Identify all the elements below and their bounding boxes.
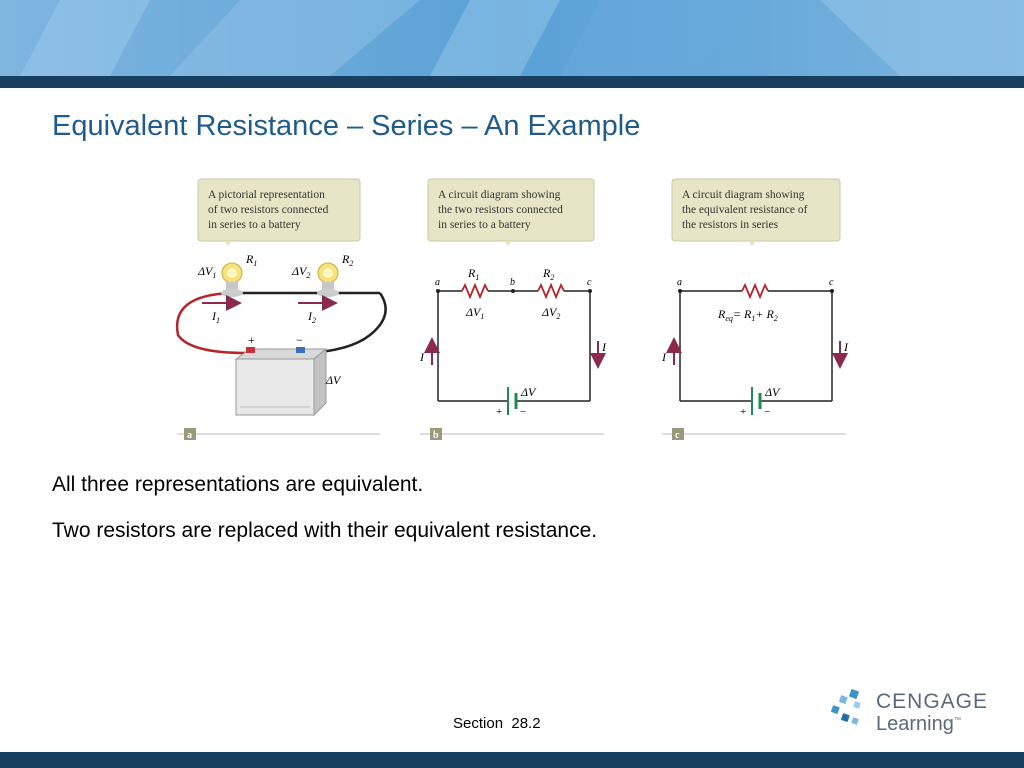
panel-b-i-right: I: [601, 340, 607, 354]
panel-c-callout-line3: the resistors in series: [682, 219, 779, 231]
panel-a: A pictorial representation of two resist…: [175, 178, 387, 441]
slide-title: Equivalent Resistance – Series – An Exam…: [52, 110, 641, 142]
panel-a-i2-label: I2: [307, 309, 316, 325]
panel-a-callout-line1: A pictorial representation: [208, 189, 325, 201]
panel-b-tag-box: [430, 428, 442, 440]
panel-a-r2-label: R2: [341, 252, 353, 268]
logo-word-cengage: CENGAGE: [876, 690, 989, 713]
panel-c-callout-line1: A circuit diagram showing: [682, 189, 805, 201]
body-line-2: Two resistors are replaced with their eq…: [52, 519, 598, 542]
panel-a-dv-label: ΔV: [325, 373, 342, 387]
panel-a-black-wire: [305, 292, 387, 355]
panel-a-plus-label: +: [248, 333, 255, 347]
panel-c-minus-label: −: [764, 406, 770, 418]
panel-b-callout-line1: A circuit diagram showing: [438, 189, 561, 201]
cengage-logo: CENGAGE Learning ™: [830, 688, 987, 738]
section-footer: Section 28.2: [453, 715, 541, 732]
panel-b-node-a: a: [435, 277, 440, 288]
panel-b-tag: b: [433, 430, 439, 441]
panel-b-minus-label: −: [520, 406, 526, 418]
panel-b: A circuit diagram showing the two resist…: [419, 178, 607, 441]
panel-c-tag-box: [672, 428, 684, 440]
panel-b-i-left: I: [419, 350, 425, 364]
panel-b-callout-line2: the two resistors connected: [438, 204, 563, 216]
resistor-r2-icon: [537, 282, 565, 300]
panel-c-node-a: a: [677, 277, 682, 288]
panel-c: A circuit diagram showing the equivalent…: [661, 178, 849, 441]
footer-bar: [0, 752, 1024, 768]
resistor-req-icon: [741, 282, 769, 300]
panel-b-dv-label: ΔV: [520, 385, 537, 399]
panel-b-plus-label: +: [496, 406, 502, 418]
header-banner-graphic: [0, 0, 1024, 76]
panel-c-equation: Req= R1+ R2: [717, 307, 778, 323]
panel-c-i-left: I: [661, 350, 667, 364]
panel-c-tag: c: [675, 430, 680, 441]
battery-icon: [234, 347, 328, 417]
logo-word-learning: Learning: [876, 713, 954, 735]
bulb-2-icon: [317, 262, 339, 297]
panel-a-dv1-label: ΔV1: [197, 264, 216, 280]
cengage-mark-icon: [830, 688, 861, 725]
panel-c-i-right: I: [843, 340, 849, 354]
panel-a-callout-line3: in series to a battery: [208, 219, 301, 231]
panel-b-battery-icon: [507, 387, 518, 415]
resistor-r1-icon: [461, 282, 489, 300]
panel-a-callout-line2: of two resistors connected: [208, 204, 329, 216]
header-rule: [0, 76, 1024, 88]
panel-b-dv1-label: ΔV1: [465, 305, 484, 321]
panel-c-callout-line2: the equivalent resistance of: [682, 204, 808, 216]
panel-c-dv-label: ΔV: [764, 385, 781, 399]
panel-a-dv2-label: ΔV2: [291, 264, 310, 280]
panel-a-i1-label: I1: [211, 309, 220, 325]
panel-a-callout: [197, 178, 361, 242]
panel-a-minus-label: −: [296, 333, 303, 347]
panel-b-r1-label: R1: [467, 266, 479, 282]
panel-a-red-wire: [175, 291, 247, 355]
circuit-figure-graphic: A pictorial representation of two resist…: [175, 178, 849, 441]
panel-c-plus-label: +: [740, 406, 746, 418]
panel-c-battery-icon: [751, 387, 762, 415]
body-line-1: All three representations are equivalent…: [52, 473, 424, 496]
bulb-1-icon: [221, 262, 243, 297]
circuit-figure: A pictorial representation of two resist…: [170, 175, 860, 445]
panel-b-node-b: b: [510, 277, 515, 288]
panel-c-node-c: c: [829, 277, 834, 288]
panel-b-callout-line3: in series to a battery: [438, 219, 531, 231]
panel-b-node-c: c: [587, 277, 592, 288]
panel-a-tag: a: [187, 430, 192, 441]
header-banner: [0, 0, 1024, 76]
panel-a-r1-label: R1: [245, 252, 257, 268]
panel-a-tag-box: [184, 428, 196, 440]
panel-b-r2-label: R2: [542, 266, 554, 282]
panel-b-dv2-label: ΔV2: [541, 305, 560, 321]
logo-trademark: ™: [954, 717, 961, 724]
